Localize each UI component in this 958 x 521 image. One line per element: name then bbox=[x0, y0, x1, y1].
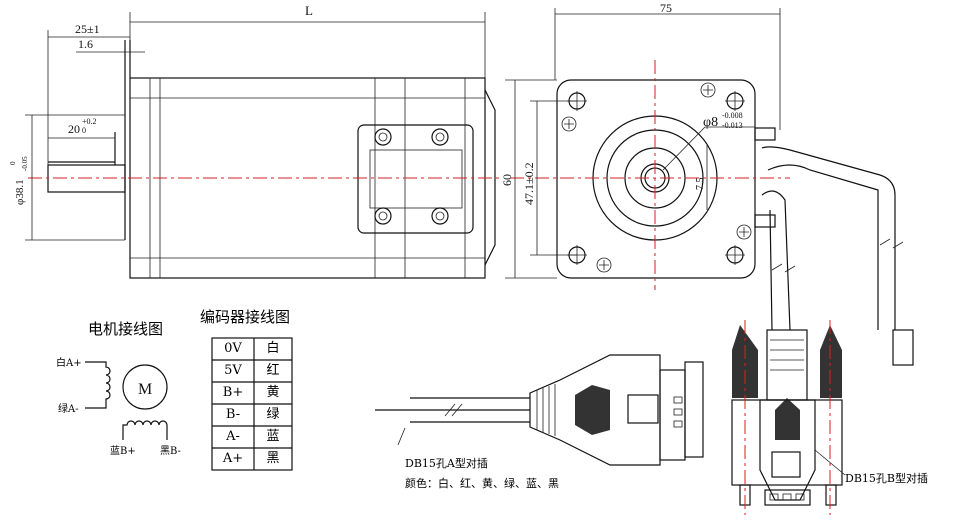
color-cell: 白 bbox=[266, 341, 280, 356]
encoder-wiring-title: 编码器接线图 bbox=[200, 308, 291, 326]
dim-flat: 7.5 bbox=[695, 178, 706, 191]
dim-flange: 1.6 bbox=[78, 37, 93, 51]
dim-pilot-diameter: φ38.1 bbox=[14, 179, 26, 205]
dim-shaft-length: 25±1 bbox=[75, 22, 100, 36]
dim-width: 75 bbox=[660, 1, 672, 15]
connector-a-label: DB15孔A型对插 bbox=[405, 457, 488, 470]
dim-shaft-tol-upper: -0.008 bbox=[722, 111, 743, 120]
signal-cell: 0V bbox=[224, 341, 242, 356]
label-b-plus: 蓝B+ bbox=[110, 446, 136, 457]
cable-clamp bbox=[357, 124, 474, 234]
dim-pilot-tol-lower: -0.05 bbox=[21, 156, 29, 171]
motor-wiring-diagram: M bbox=[85, 361, 168, 440]
connector-colors-label: 颜色：白、红、黄、绿、蓝、黑 bbox=[405, 477, 559, 490]
signal-cell: 5V bbox=[224, 363, 242, 378]
signal-cell: A- bbox=[226, 429, 240, 444]
dim-flat-length: 20 bbox=[68, 122, 80, 136]
connector-b bbox=[731, 320, 846, 515]
label-b-minus: 黑B- bbox=[160, 446, 181, 457]
signal-cell: B- bbox=[225, 407, 241, 422]
dim-shaft-diameter: φ8 bbox=[703, 115, 718, 130]
label-a-minus: 绿A- bbox=[58, 404, 79, 415]
motor-wiring-title: 电机接线图 bbox=[88, 320, 164, 338]
label-a-plus: 白A+ bbox=[56, 358, 82, 369]
table-row: B- 绿 bbox=[212, 404, 292, 426]
table-row: A+ 黑 bbox=[212, 448, 292, 470]
dim-height: 60 bbox=[500, 174, 514, 186]
table-row: 5V 红 bbox=[212, 360, 292, 382]
dim-shaft-tol-lower: -0.013 bbox=[722, 121, 743, 130]
table-row: A- 蓝 bbox=[212, 426, 292, 448]
dim-flat-tol-upper: +0.2 bbox=[82, 117, 97, 126]
signal-cell: A+ bbox=[222, 451, 244, 466]
dim-length: L bbox=[305, 3, 313, 18]
color-cell: 绿 bbox=[266, 407, 280, 422]
color-cell: 红 bbox=[266, 363, 280, 378]
connector-b-label: DB15孔B型对插 bbox=[845, 472, 928, 485]
color-cell: 蓝 bbox=[266, 429, 280, 444]
color-cell: 黄 bbox=[266, 385, 280, 400]
encoder-table-grid bbox=[211, 337, 293, 471]
table-row: 0V 白 bbox=[212, 338, 292, 360]
encoder-table: 0V 白 5V 红 B+ 黄 B- 绿 A- 蓝 A+ 黑 bbox=[212, 338, 292, 470]
dim-flat-tol-lower: 0 bbox=[82, 126, 86, 135]
dim-hole-spacing: 47.1±0.2 bbox=[522, 162, 536, 205]
dim-pilot-tol-upper: 0 bbox=[9, 161, 17, 165]
table-row: B+ 黄 bbox=[212, 382, 292, 404]
connector-a bbox=[375, 354, 704, 466]
motor-label: M bbox=[138, 381, 152, 398]
signal-cell: B+ bbox=[222, 385, 244, 400]
front-view: 75 60 47.1±0.2 φ8 -0.008 -0.013 7.5 bbox=[500, 1, 914, 366]
side-view: L 25±1 1.6 20 +0.2 0 φ38.1 0 -0.05 bbox=[9, 3, 500, 279]
color-cell: 黑 bbox=[266, 451, 280, 466]
